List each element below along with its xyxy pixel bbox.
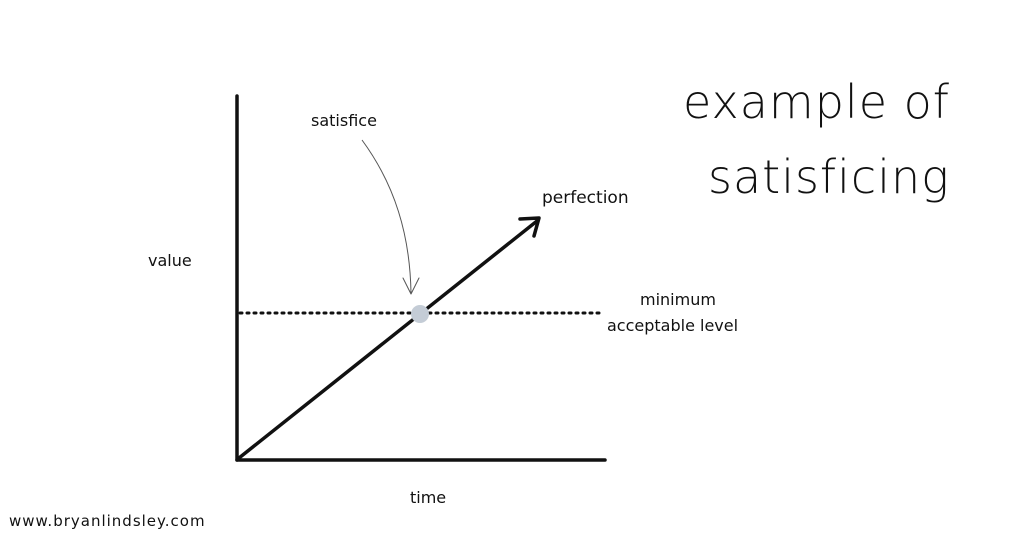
satisfice-label: satisfice: [311, 111, 377, 130]
page-title-line1: example of: [683, 75, 950, 129]
y-axis-label: value: [148, 251, 192, 270]
satisfice-pointer-arrow: [361, 139, 412, 294]
minimum-level-label-line1: minimum: [640, 290, 716, 309]
perfection-label: perfection: [542, 188, 629, 208]
x-axis-label: time: [410, 488, 447, 507]
website-url: www.bryanlindsley.com: [9, 512, 206, 530]
minimum-level-label-line2: acceptable level: [607, 316, 739, 335]
page-title-line2: satisficing: [708, 150, 950, 204]
satisfice-point-marker: [411, 305, 429, 323]
satisfice-pointer-arrowhead: [402, 277, 420, 295]
value-trend-line: [237, 219, 539, 460]
perfection-arrowhead: [518, 216, 541, 238]
